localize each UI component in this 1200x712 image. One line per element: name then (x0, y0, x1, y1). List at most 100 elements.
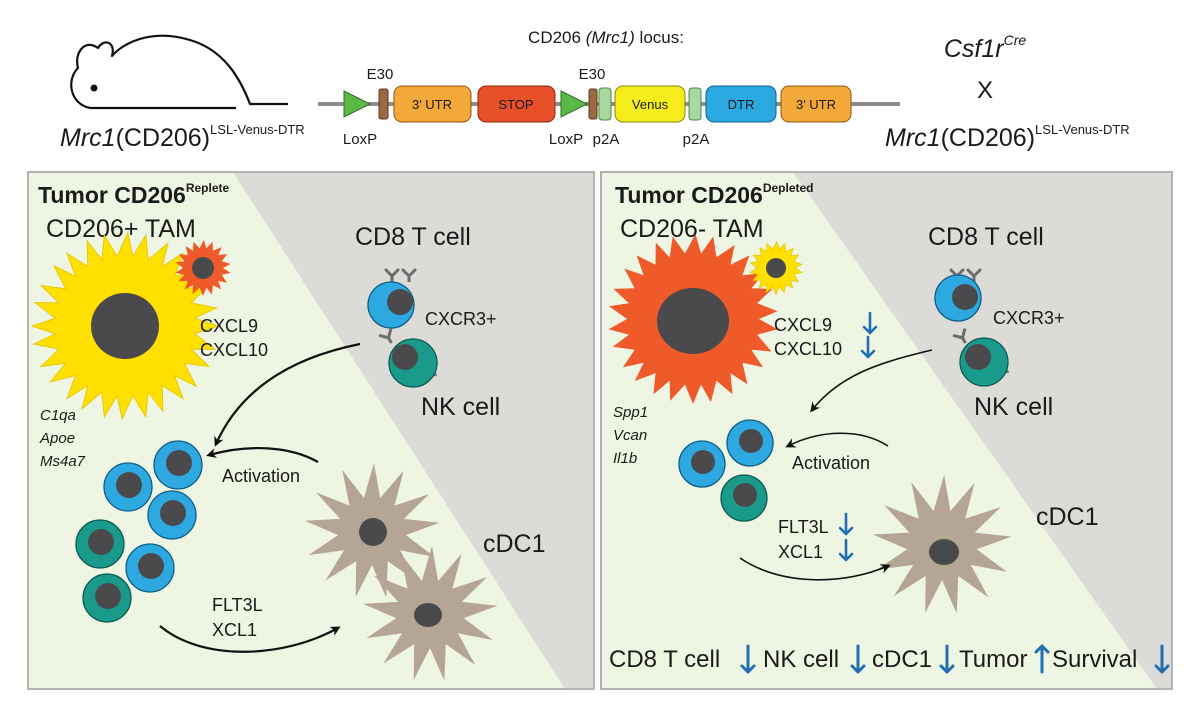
cd206-positive-tam (30, 231, 220, 421)
outcome-summary: CD8 T cell NK cell cDC1 Tumor Survival (609, 644, 1170, 674)
tcell (147, 490, 197, 540)
right-gene-3: Il1b (613, 450, 637, 467)
nk-cell (75, 519, 125, 569)
cross-genotype-label: Mrc1(CD206)LSL-Venus-DTR (885, 122, 1130, 152)
left-cxcr3-label: CXCR3+ (425, 309, 497, 329)
left-gene-2: Apoe (39, 430, 75, 447)
left-factor-flt3l: FLT3L (212, 595, 263, 615)
tcell (125, 543, 175, 593)
e30-exon-2 (588, 88, 598, 120)
outcome-cdc1: cDC1 (872, 646, 932, 673)
outcome-survival: Survival (1052, 646, 1137, 673)
utr-box-2 (780, 85, 852, 123)
right-factor-flt3l: FLT3L (778, 517, 829, 537)
left-factor-xcl1: XCL1 (212, 620, 257, 640)
right-factor-xcl1: XCL1 (778, 542, 823, 562)
left-arrow-flt3l (159, 625, 341, 653)
right-panel (600, 171, 1173, 690)
left-arrow-recruit (214, 342, 361, 447)
loxp-site-2 (560, 90, 589, 118)
flt3l-down-arrow (838, 512, 854, 536)
right-cxcr3-tcell (934, 268, 982, 322)
right-activation-label: Activation (792, 453, 870, 473)
left-nk-label: NK cell (421, 393, 500, 421)
stop-box (477, 85, 556, 123)
outcome-tumor: Tumor (959, 646, 1027, 673)
right-chemokine-cxcl9: CXCL9 (774, 315, 832, 335)
p2a-label-1: p2A (593, 131, 620, 148)
small-orange-tam (175, 240, 231, 296)
dtr-label: DTR (728, 97, 755, 112)
outcome-survival-arrow (1154, 644, 1170, 674)
right-nk-cell (952, 328, 1009, 387)
stop-label: STOP (498, 97, 533, 112)
cxcl10-down-arrow (860, 335, 876, 359)
outcome-tumor-arrow (1034, 644, 1050, 674)
right-nk-label: NK cell (974, 393, 1053, 421)
venus-box (614, 85, 686, 123)
right-cdc1-label: cDC1 (1036, 503, 1099, 531)
left-chemokine-cxcl10: CXCL10 (200, 340, 268, 360)
left-gene-3: Ms4a7 (40, 453, 86, 470)
left-cxcr3-tcell (367, 268, 417, 329)
right-cell-cluster (678, 419, 774, 522)
right-cxcr3-label: CXCR3+ (993, 308, 1065, 328)
left-activation-label: Activation (222, 466, 300, 486)
loxp-label-1: LoxP (343, 131, 377, 148)
left-nk-cell (378, 328, 438, 388)
xcl1-down-arrow (838, 538, 854, 562)
left-panel-title: Tumor CD206Replete (38, 181, 230, 208)
utr-label-2: 3' UTR (796, 97, 836, 112)
cd206-negative-tam (608, 234, 778, 404)
right-gene-1: Spp1 (613, 404, 648, 421)
outcome-nk: NK cell (763, 646, 839, 673)
p2a-label-2: p2A (683, 131, 710, 148)
right-tam-label: CD206- TAM (620, 215, 764, 243)
right-arrow-flt3l (739, 557, 891, 581)
e30-label-1: E30 (367, 66, 394, 83)
right-chemokine-cxcl10: CXCL10 (774, 339, 842, 359)
tcell (153, 440, 203, 490)
left-arrow-activation (206, 447, 319, 463)
tcell (103, 462, 153, 512)
p2a-box-1 (598, 87, 612, 121)
right-cdc1 (872, 475, 1012, 614)
left-cdc1-label: cDC1 (483, 530, 546, 558)
venus-label: Venus (632, 97, 669, 112)
dtr-box (705, 85, 777, 123)
tcell (726, 419, 774, 467)
tcell (678, 440, 726, 488)
outcome-cdc1-arrow (939, 644, 955, 674)
nk-cell (720, 474, 768, 522)
gene-construct (318, 85, 900, 123)
e30-exon-1 (378, 88, 389, 120)
left-tam-label: CD206+ TAM (46, 215, 196, 243)
loxp-site-1 (343, 90, 372, 118)
left-cdc1-lower (362, 546, 498, 681)
outcome-nk-arrow (850, 644, 866, 674)
left-cell-cluster (75, 440, 203, 623)
cross-symbol: X (977, 77, 993, 104)
mouse-icon (70, 34, 288, 110)
outcome-cd8-arrow (740, 644, 756, 674)
utr-box-1 (393, 85, 472, 123)
utr-label-1: 3' UTR (412, 97, 452, 112)
small-yellow-tam (749, 241, 803, 295)
right-arrow-activation (785, 432, 889, 448)
e30-label-2: E30 (579, 66, 606, 83)
cre-line-label: Csf1rCre (944, 32, 1027, 63)
right-cd8-label: CD8 T cell (928, 223, 1044, 251)
loxp-label-2: LoxP (549, 131, 583, 148)
mouse-genotype-label: Mrc1(CD206)LSL-Venus-DTR (60, 122, 305, 152)
right-panel-title: Tumor CD206Depleted (615, 181, 814, 208)
left-gene-1: C1qa (40, 407, 76, 424)
locus-title: CD206 (Mrc1) locus: (528, 28, 684, 47)
cxcl9-down-arrow (862, 311, 878, 335)
nk-cell (82, 573, 132, 623)
right-arrow-recruit (810, 349, 933, 413)
left-chemokine-cxcl9: CXCL9 (200, 316, 258, 336)
right-gene-2: Vcan (613, 427, 647, 444)
left-cd8-label: CD8 T cell (355, 223, 471, 251)
p2a-box-2 (688, 87, 702, 121)
